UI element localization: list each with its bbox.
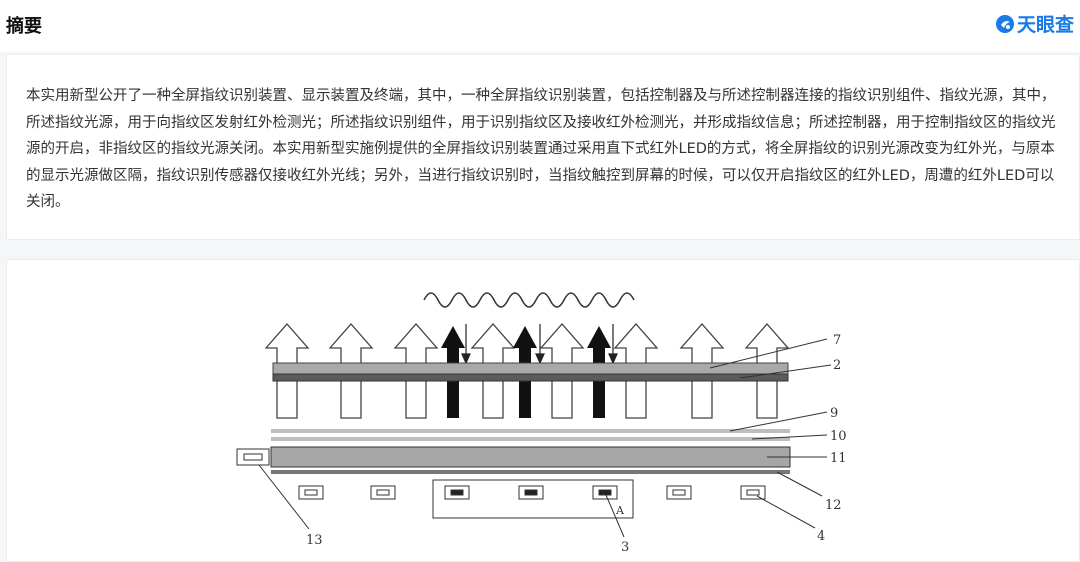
page-header: 摘要 天眼查 <box>0 0 1080 52</box>
label-9: 9 <box>830 406 838 421</box>
label-3: 3 <box>621 540 629 555</box>
patent-drawing: 7 2 9 10 11 12 13 4 3 A <box>236 292 847 555</box>
label-A: A <box>615 504 625 517</box>
label-7: 7 <box>833 333 841 348</box>
tianyancha-logo-icon <box>995 14 1014 33</box>
infrared-led-row <box>298 479 766 519</box>
section-title: 摘要 <box>6 16 42 37</box>
infrared-wave <box>423 292 635 308</box>
brand-logo[interactable]: 天眼查 <box>995 10 1074 37</box>
label-12: 12 <box>825 498 842 513</box>
brand-name: 天眼查 <box>1016 14 1074 36</box>
leader-lines <box>258 338 832 538</box>
patent-figure-card: 7 2 9 10 11 12 13 4 3 A <box>6 259 1080 562</box>
abstract-card: 本实用新型公开了一种全屏指纹识别装置、显示装置及终端，其中，一种全屏指纹识别装置… <box>6 54 1080 240</box>
label-2: 2 <box>833 358 841 373</box>
label-4: 4 <box>817 529 825 544</box>
reflected-arrows <box>461 324 618 365</box>
label-13: 13 <box>306 533 323 548</box>
abstract-text: 本实用新型公开了一种全屏指纹识别装置、显示装置及终端，其中，一种全屏指纹识别装置… <box>26 88 1056 210</box>
label-11: 11 <box>830 451 847 466</box>
label-10: 10 <box>830 429 847 444</box>
